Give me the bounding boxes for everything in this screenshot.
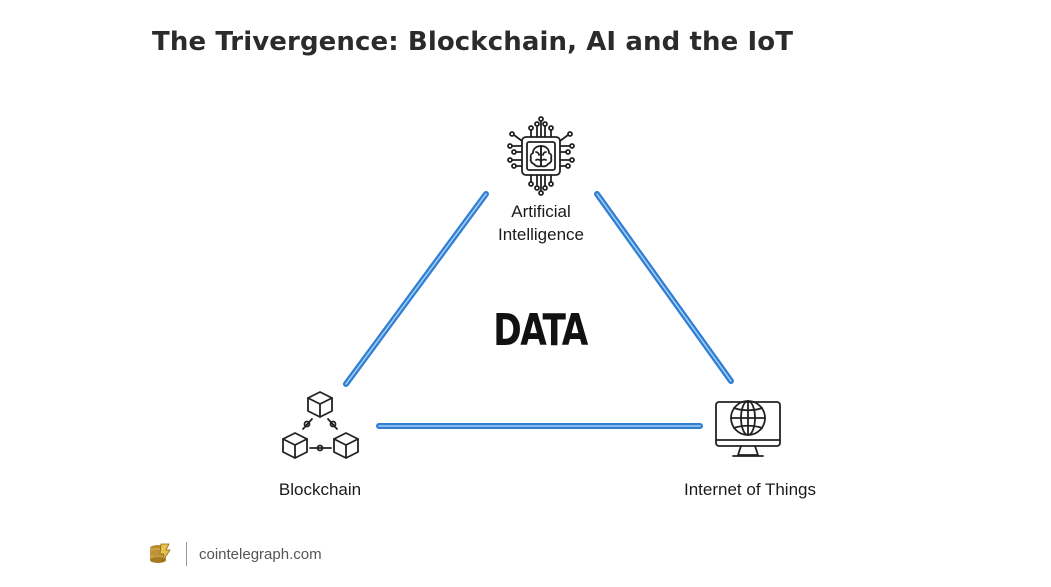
ai-chip-brain-icon — [507, 116, 575, 196]
node-label-ai-line1: Artificial — [511, 202, 571, 221]
footer-divider — [186, 542, 187, 566]
node-label-ai: Artificial Intelligence — [466, 200, 616, 246]
node-label-blockchain: Blockchain — [278, 480, 362, 499]
diagram-edges — [343, 191, 734, 429]
node-label-iot: Internet of Things — [684, 480, 816, 499]
node-label-ai-line2: Intelligence — [497, 225, 584, 244]
source-credit: cointelegraph.com — [199, 545, 322, 563]
cointelegraph-logo-icon — [150, 543, 171, 563]
source-footer: cointelegraph.com — [150, 542, 322, 566]
monitor-globe-icon — [715, 400, 781, 457]
center-label-data: DATA — [493, 305, 588, 356]
diagram-title: The Trivergence: Blockchain, AI and the … — [152, 27, 794, 57]
footer-logo-spacer — [150, 543, 172, 565]
blockchain-cubes-icon — [282, 391, 359, 459]
